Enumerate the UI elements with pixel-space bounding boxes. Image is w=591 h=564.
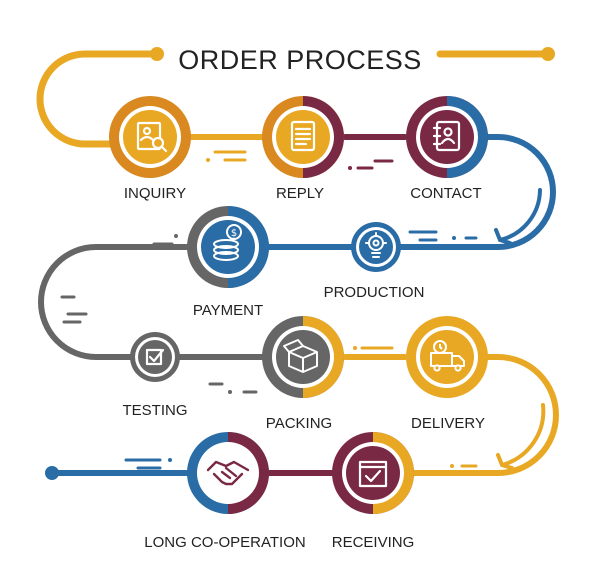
dot xyxy=(168,458,172,462)
dot xyxy=(452,236,456,240)
step-payment-label: PAYMENT xyxy=(193,302,263,319)
icon-part xyxy=(220,466,238,480)
icon-part xyxy=(145,348,163,366)
receiving-box-check-icon xyxy=(358,460,388,488)
icon-part xyxy=(139,135,155,142)
step-production: PRODUCTION xyxy=(324,222,425,301)
dot xyxy=(348,166,352,170)
step-contact: CONTACT xyxy=(406,96,488,202)
dot xyxy=(228,390,232,394)
icon-part xyxy=(433,364,441,372)
icon-part xyxy=(364,469,382,483)
step-payment: $ PAYMENT xyxy=(187,206,269,319)
step-delivery-label: DELIVERY xyxy=(411,415,485,432)
step-receiving-label: RECEIVING xyxy=(332,534,415,551)
step-long-cooperation: LONG CO-OPERATION xyxy=(144,432,306,551)
delivery-truck-icon xyxy=(430,340,465,372)
inquiry-document-magnifier-icon xyxy=(136,121,168,153)
step-reply-label: REPLY xyxy=(276,185,324,202)
decorative-dashes xyxy=(60,150,478,470)
dot xyxy=(174,234,178,238)
icon-part xyxy=(206,460,250,472)
icon-part xyxy=(212,472,244,486)
payment-coins-icon: $ xyxy=(213,224,242,261)
flow-connectors xyxy=(38,134,559,476)
icon-part xyxy=(160,145,168,153)
title-right-dot xyxy=(541,47,555,61)
flow-end-dot xyxy=(45,466,59,480)
step-contact-inner-disc xyxy=(420,110,474,164)
step-packing: PACKING xyxy=(262,316,344,432)
step-inquiry-label: INQUIRY xyxy=(124,185,186,202)
icon-part xyxy=(213,245,239,255)
step-testing: TESTING xyxy=(122,332,188,419)
arrowhead-delivery-receiving xyxy=(496,403,546,470)
page-title: ORDER PROCESS xyxy=(178,45,422,75)
icon-part xyxy=(358,460,388,488)
contact-notebook-icon xyxy=(432,120,461,152)
title-left-connector xyxy=(36,50,161,148)
dot xyxy=(206,158,210,162)
arrowhead-contact-production xyxy=(494,188,542,245)
icon-part xyxy=(213,239,239,249)
step-inquiry: INQUIRY xyxy=(109,96,191,202)
step-reply-inner-disc xyxy=(276,110,330,164)
step-receiving: RECEIVING xyxy=(332,432,415,551)
step-testing-inner-disc xyxy=(138,340,172,374)
connector-delivery-receiving xyxy=(411,354,559,476)
dot xyxy=(353,346,357,350)
cooperation-handshake-icon xyxy=(206,460,250,486)
dot xyxy=(450,464,454,468)
icon-part xyxy=(283,339,304,353)
reply-scroll-icon xyxy=(290,120,316,152)
step-cooperation-inner-disc xyxy=(201,446,255,500)
step-production-label: PRODUCTION xyxy=(324,284,425,301)
icon-part xyxy=(372,239,380,247)
icon-part xyxy=(142,126,152,136)
icon-part xyxy=(454,364,462,372)
icon-part xyxy=(213,251,239,261)
step-contact-label: CONTACT xyxy=(410,185,481,202)
icon-part xyxy=(148,348,165,363)
title-left-dot xyxy=(150,47,164,61)
icon-part xyxy=(439,344,443,350)
connector-payment-testing xyxy=(38,244,191,360)
step-receiving-inner-disc xyxy=(346,446,400,500)
icon-part: $ xyxy=(231,228,237,239)
step-cooperation-label: LONG CO-OPERATION xyxy=(144,534,305,551)
icon-part xyxy=(443,127,453,137)
icon-part xyxy=(288,351,318,372)
icon-part xyxy=(226,224,242,240)
step-testing-label: TESTING xyxy=(122,402,187,419)
arrowheads xyxy=(494,188,546,470)
step-delivery: DELIVERY xyxy=(406,316,488,432)
icon-part xyxy=(151,136,165,150)
testing-checkbox-icon xyxy=(145,348,165,366)
production-gear-bulb-icon xyxy=(365,232,387,258)
icon-part xyxy=(290,120,316,152)
icon-part xyxy=(440,137,456,145)
title-group: ORDER PROCESS xyxy=(36,45,555,148)
packing-box-icon xyxy=(283,339,318,373)
step-production-inner-disc xyxy=(359,230,393,264)
step-packing-label: PACKING xyxy=(266,415,332,432)
connector-contact-production xyxy=(395,134,556,250)
step-delivery-inner-disc xyxy=(420,330,474,384)
icon-part xyxy=(136,121,162,151)
step-reply: REPLY xyxy=(262,96,344,202)
